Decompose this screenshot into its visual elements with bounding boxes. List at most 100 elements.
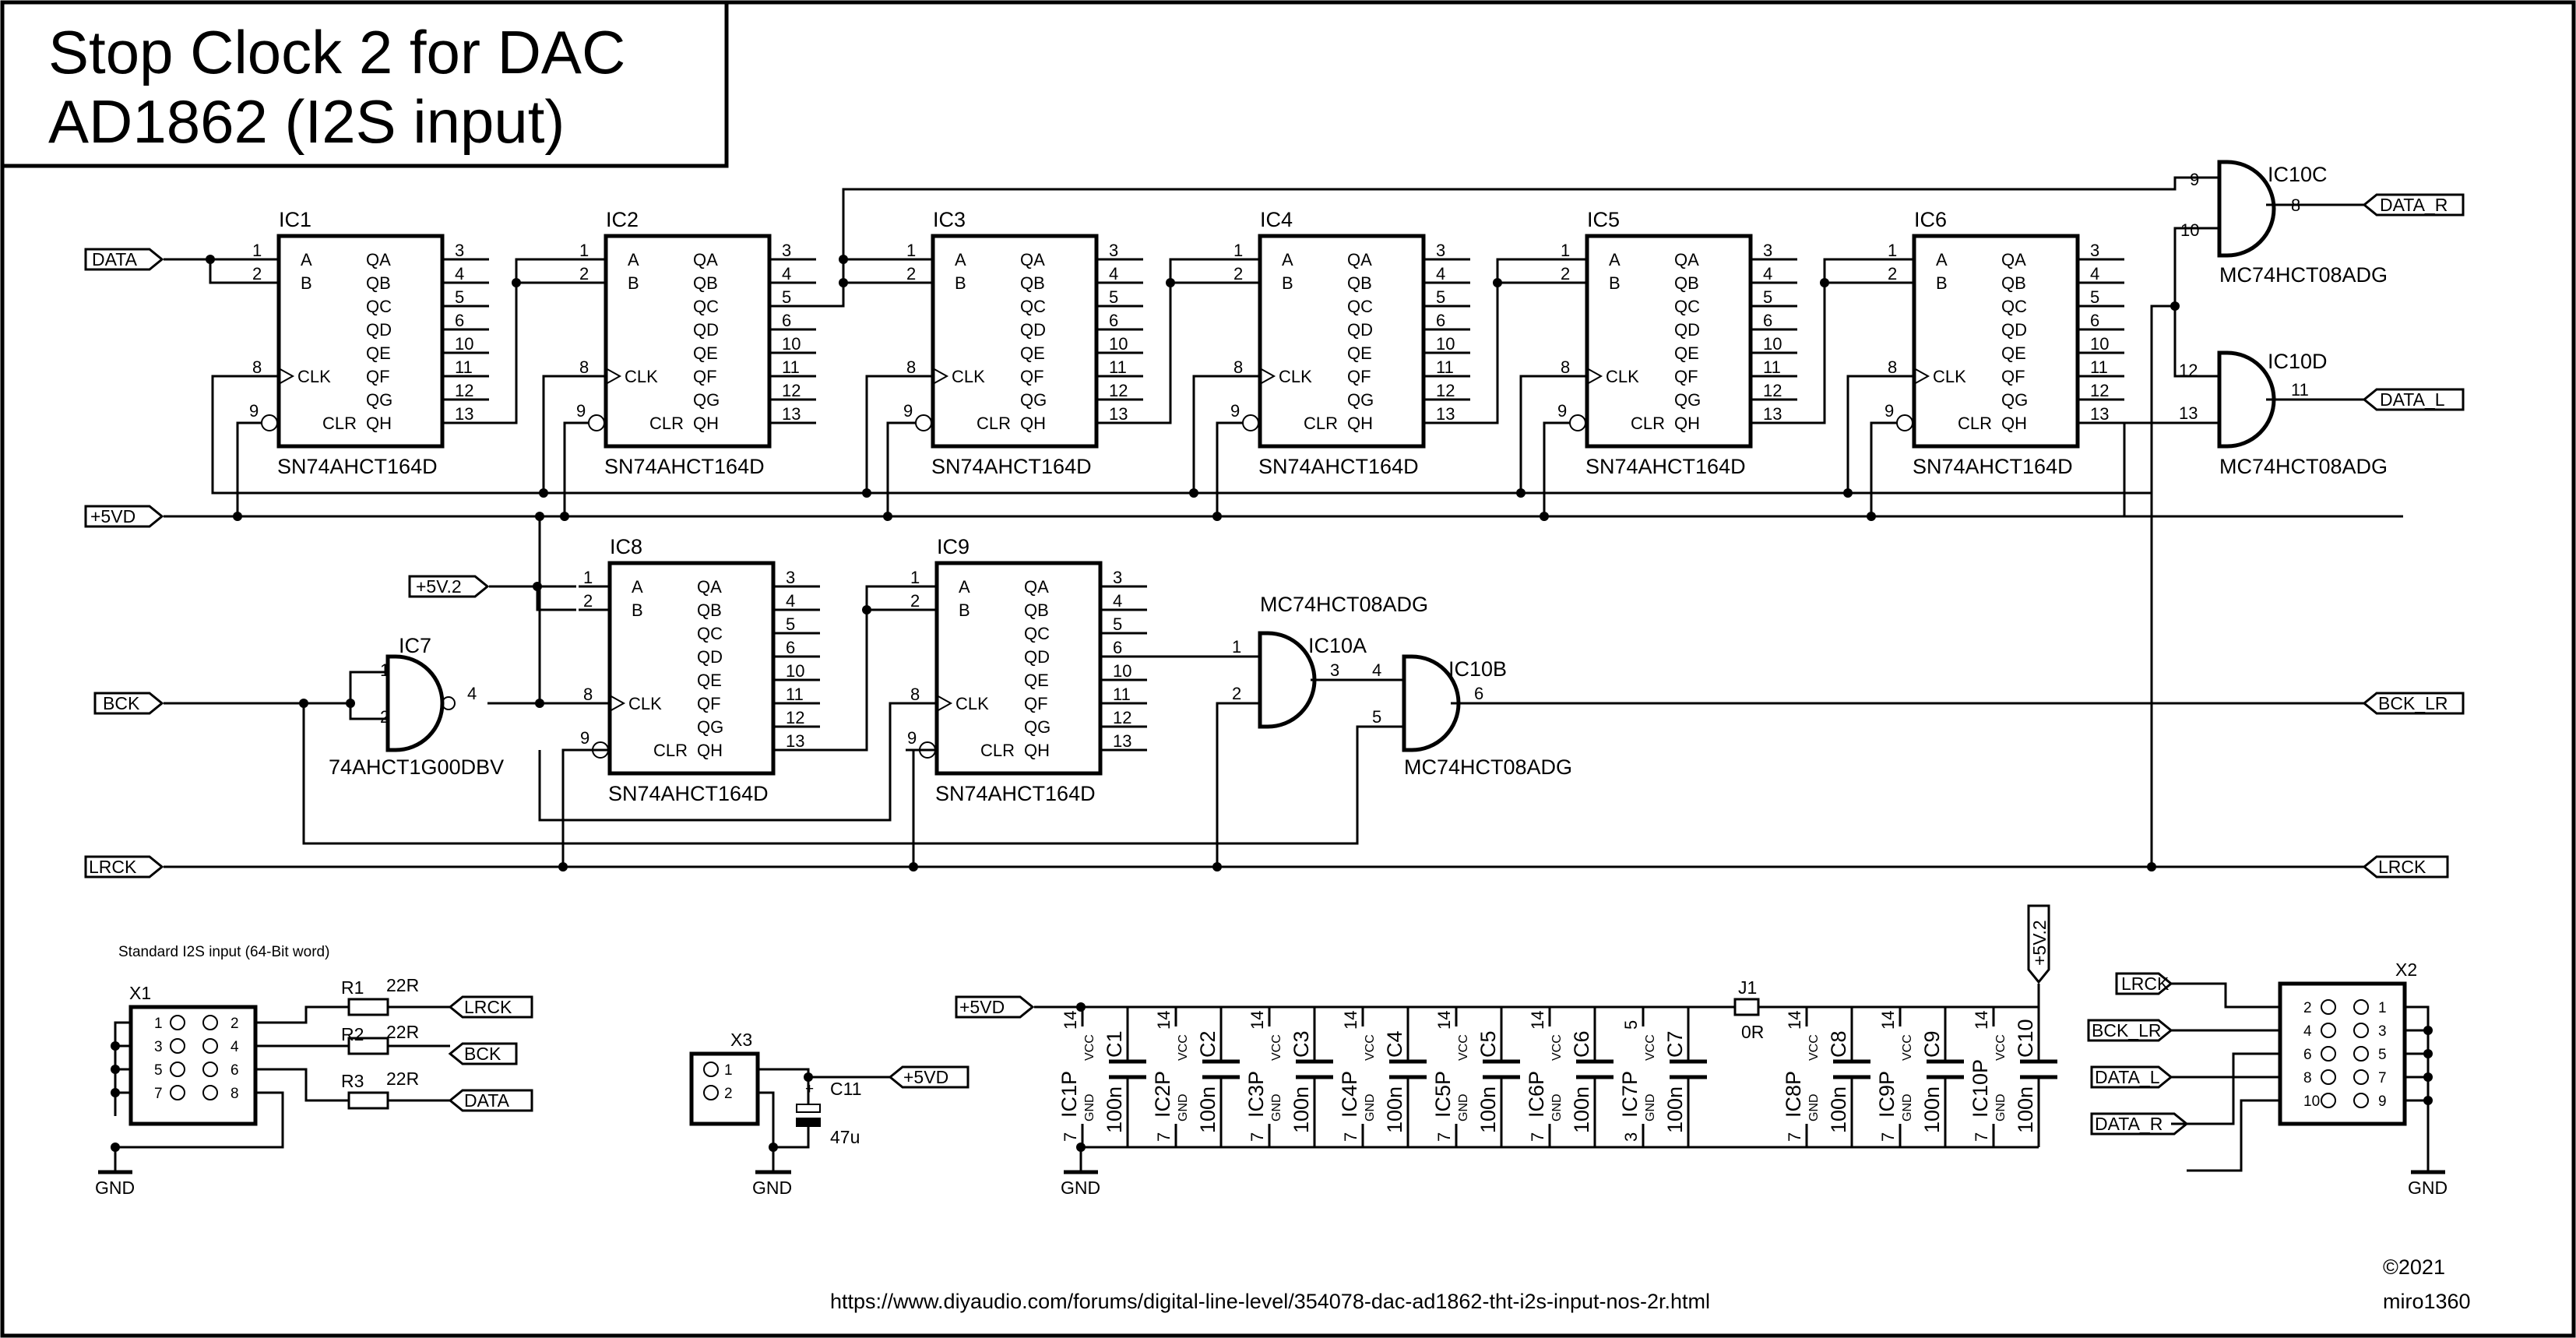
ic-power-ref: IC4P: [1338, 1071, 1361, 1118]
pin-name: CLR: [653, 741, 688, 760]
net-label-data-in[interactable]: DATA: [448, 1089, 533, 1112]
r3-resistor[interactable]: [347, 1091, 389, 1110]
pin-number: 3: [1330, 660, 1339, 680]
net-label-data-r-x2[interactable]: DATA_R: [2090, 1112, 2189, 1136]
x1-pin: [170, 1038, 185, 1054]
net-label-lrck-right[interactable]: LRCK: [2362, 855, 2449, 879]
pin-name: B: [301, 273, 312, 293]
net-label-bck-in[interactable]: BCK: [448, 1042, 518, 1065]
pin-name: QG: [1674, 390, 1701, 410]
x3-connector[interactable]: [689, 1051, 760, 1126]
pin-number: 9: [2378, 1093, 2387, 1110]
pin-name: QF: [697, 694, 721, 713]
pin-number: 14: [1061, 1011, 1080, 1030]
pin-number: 8: [910, 685, 920, 704]
pin-number: 4: [782, 264, 791, 283]
pin-number: 13: [786, 731, 804, 751]
pin-name: QE: [1024, 671, 1049, 690]
net-label-data-l-x2[interactable]: DATA_L: [2090, 1065, 2173, 1089]
ic-ref: IC8: [610, 535, 642, 558]
pin-number: 10: [455, 334, 473, 354]
cap-value: 100n: [1290, 1086, 1313, 1133]
x2-pin: [2353, 1023, 2369, 1038]
net-label-data[interactable]: DATA: [84, 248, 164, 271]
pin-number: 2: [1232, 684, 1241, 703]
net-label-data-l[interactable]: DATA_L: [2362, 388, 2465, 411]
net-label-bck-lr-x2[interactable]: BCK_LR: [2087, 1019, 2173, 1042]
x2-pin: [2321, 999, 2336, 1015]
x2-connector[interactable]: [2278, 981, 2407, 1126]
svg-text:LRCK: LRCK: [2121, 974, 2170, 994]
net-label-data-r[interactable]: DATA_R: [2362, 193, 2465, 217]
net-label-bck-lr[interactable]: BCK_LR: [2362, 692, 2465, 715]
ic-ref: IC2: [606, 208, 639, 231]
pin-name: CLR: [1304, 414, 1338, 433]
pin-name: QF: [1024, 694, 1048, 713]
pin-name: QE: [2001, 343, 2026, 363]
pin-number: 10: [782, 334, 801, 354]
cap-ref: C5: [1476, 1030, 1500, 1058]
pin-name: CLR: [649, 414, 684, 433]
r1-resistor[interactable]: [347, 998, 389, 1016]
pin-number: 7: [154, 1086, 163, 1102]
pin-name: B: [955, 273, 966, 293]
net-label-5vd-dec[interactable]: +5VD: [955, 995, 1035, 1019]
net-label-5v2-dec[interactable]: +5V.2: [2027, 904, 2050, 984]
gate-ref: IC10C: [2268, 163, 2328, 186]
x1-connector[interactable]: [128, 1005, 258, 1126]
pin-name: QH: [693, 414, 719, 433]
vcc-label: VCC: [1550, 1034, 1564, 1061]
pin-number: 9: [903, 401, 913, 421]
pin-name: A: [301, 250, 312, 269]
pin-number: 6: [455, 311, 464, 330]
net-label-5vd-x3[interactable]: +5VD: [888, 1065, 970, 1089]
pin-name: QH: [366, 414, 392, 433]
pin-name: QA: [2001, 250, 2026, 269]
pin-number: 6: [231, 1062, 239, 1079]
net-label-5v2[interactable]: +5V.2: [408, 575, 490, 598]
pin-number: 4: [1436, 264, 1445, 283]
pin-name: QG: [1024, 717, 1050, 737]
gnd-label: GND: [1083, 1093, 1096, 1121]
net-label-5vd[interactable]: +5VD: [84, 505, 164, 528]
net-label-lrck[interactable]: LRCK: [84, 855, 164, 879]
j1-ref: J1: [1738, 977, 1757, 998]
pin-number: 12: [455, 381, 473, 400]
vcc-label: VCC: [1177, 1034, 1190, 1061]
net-label-lrck-in[interactable]: LRCK: [448, 995, 533, 1019]
net-label-bck[interactable]: BCK: [93, 692, 164, 715]
pin-name: QH: [697, 741, 723, 760]
gate-ref: IC10D: [2268, 350, 2328, 373]
pin-name: QC: [693, 297, 719, 316]
footer-url[interactable]: https://www.diyaudio.com/forums/digital-…: [830, 1290, 1710, 1313]
net-label-lrck-x2[interactable]: LRCK: [2115, 972, 2173, 995]
c11-capacitor[interactable]: [796, 1118, 821, 1127]
r2-resistor[interactable]: [347, 1037, 389, 1055]
pin-name: QC: [1674, 297, 1700, 316]
pin-number: 1: [2378, 1000, 2387, 1016]
j1-jumper[interactable]: [1733, 998, 1760, 1016]
